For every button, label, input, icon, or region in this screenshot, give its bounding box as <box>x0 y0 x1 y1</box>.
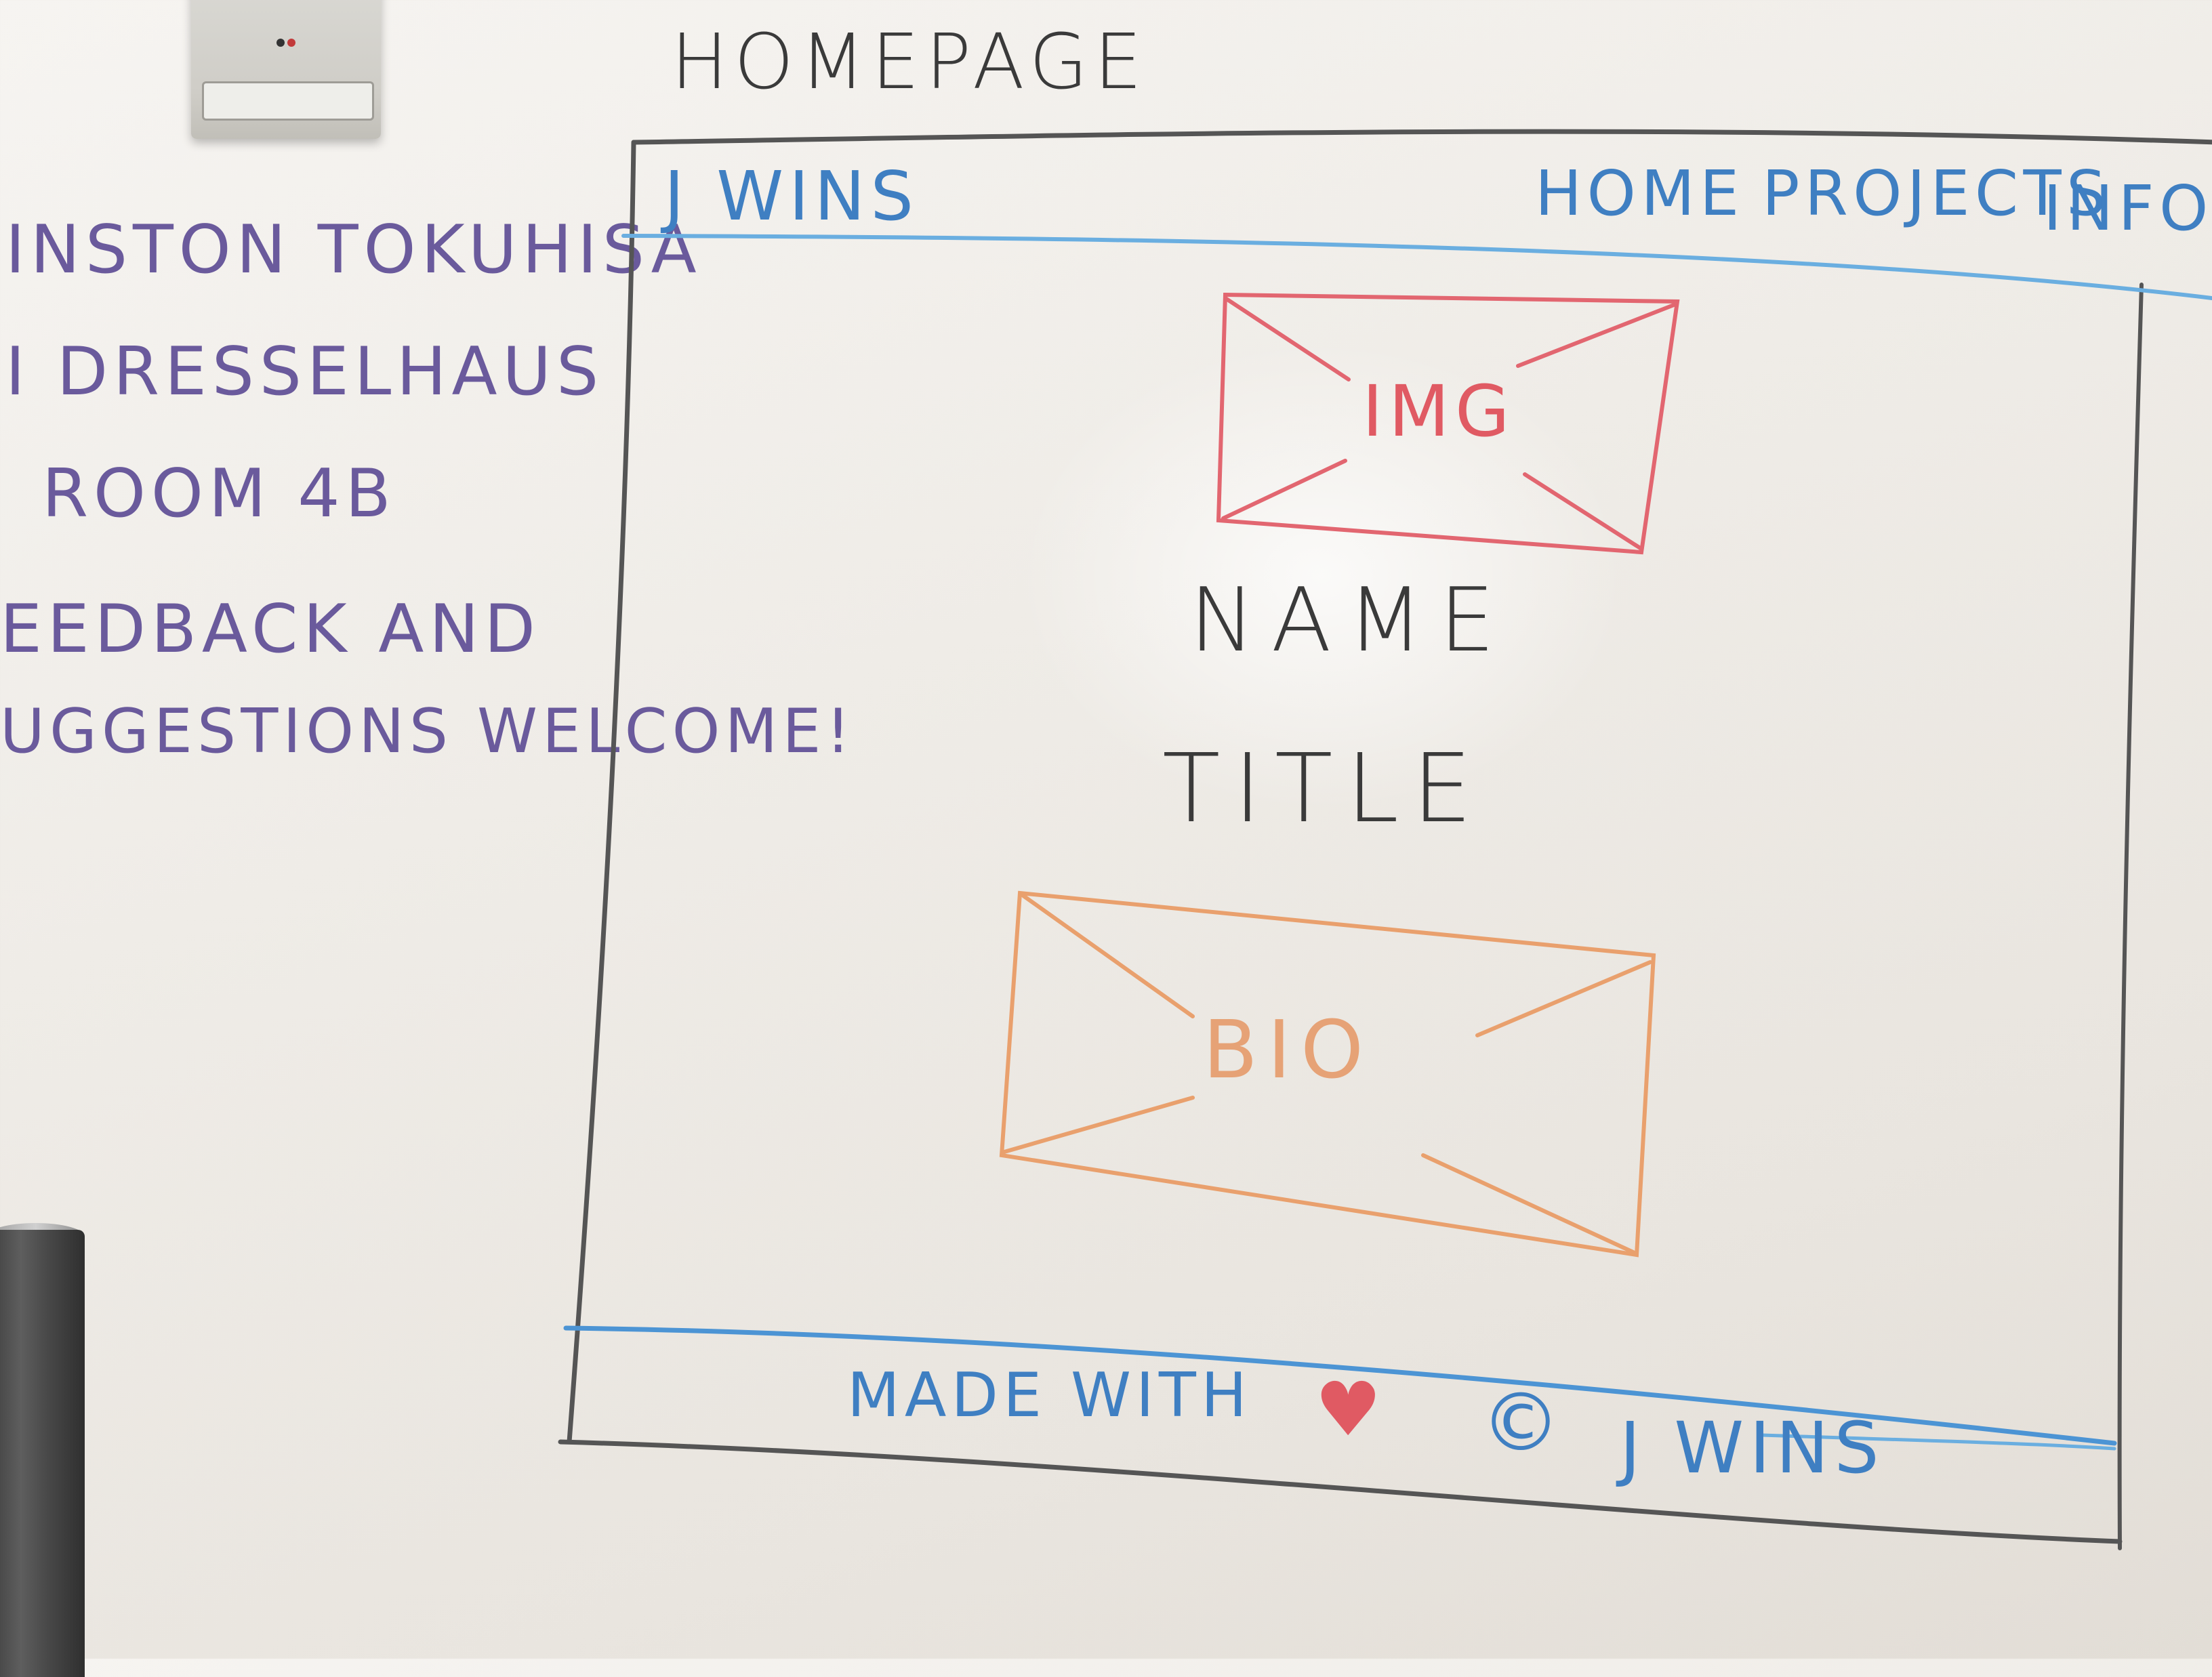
title-label: TITLE <box>1162 734 1486 844</box>
bio-placeholder <box>999 890 1656 1258</box>
copyright-icon: © <box>1481 1375 1568 1469</box>
alarm-logo-icon <box>276 39 295 47</box>
name-label: NAME <box>1189 568 1511 671</box>
fire-alarm-device <box>191 0 381 139</box>
image-label: IMG <box>1362 370 1515 453</box>
note-line-5: UGGESTIONS WELCOME! <box>0 696 855 767</box>
nav-projects-link[interactable]: PROJECTS <box>1762 157 2111 230</box>
note-line-4: EEDBACK AND <box>0 591 541 668</box>
footer-owner: J WINS <box>1620 1407 1885 1489</box>
cup <box>0 1230 85 1677</box>
site-logo[interactable]: J WINS <box>664 157 919 236</box>
nav-home-link[interactable]: HOME <box>1535 157 1744 230</box>
page-heading: HOMEPAGE <box>671 18 1149 106</box>
footer-made-with: MADE WITH <box>847 1360 1252 1431</box>
bio-label: BIO <box>1203 1003 1374 1096</box>
nav-info-link[interactable]: INFO <box>2043 172 2212 245</box>
alarm-slot <box>202 81 374 121</box>
note-line-2: I DRESSELHAUS <box>5 333 605 411</box>
note-line-1: INSTON TOKUHISA <box>5 211 702 289</box>
note-line-3: ROOM 4B <box>42 455 396 533</box>
heart-icon: ♥ <box>1315 1366 1388 1453</box>
image-placeholder <box>1216 292 1680 555</box>
